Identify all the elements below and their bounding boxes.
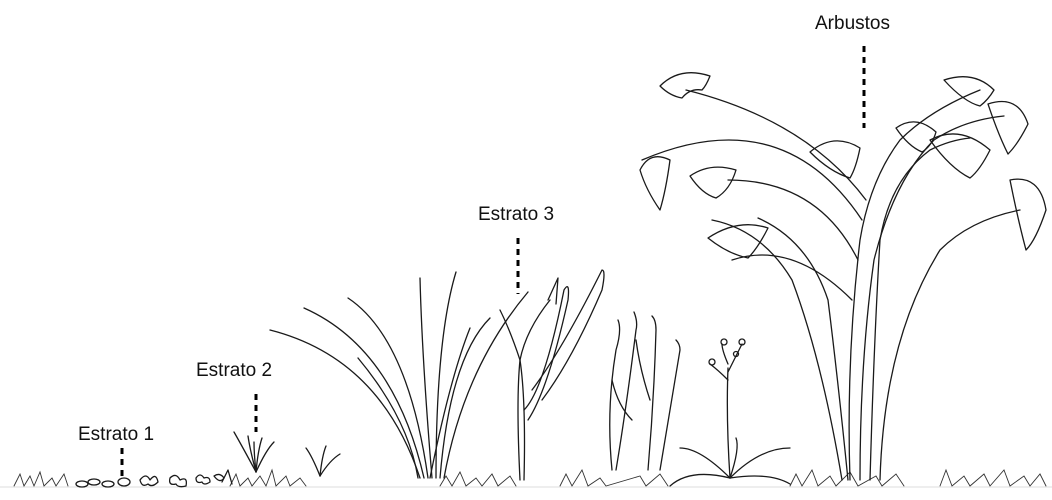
tall-grass-clump — [270, 272, 528, 478]
shrub-arbustos — [640, 73, 1046, 480]
estrato1-ground-cover — [76, 470, 232, 487]
ground-grass — [0, 470, 1052, 487]
estrato3-branchy-plant — [500, 270, 604, 480]
flowering-plant — [670, 339, 790, 486]
label-arbustos: Arbustos — [815, 14, 890, 33]
label-estrato-1: Estrato 1 — [78, 425, 154, 444]
label-estrato-2: Estrato 2 — [196, 361, 272, 380]
estrato2-grass-tuft — [234, 432, 340, 476]
dotted-stem-plant — [610, 312, 680, 470]
label-estrato-3: Estrato 3 — [478, 205, 554, 224]
